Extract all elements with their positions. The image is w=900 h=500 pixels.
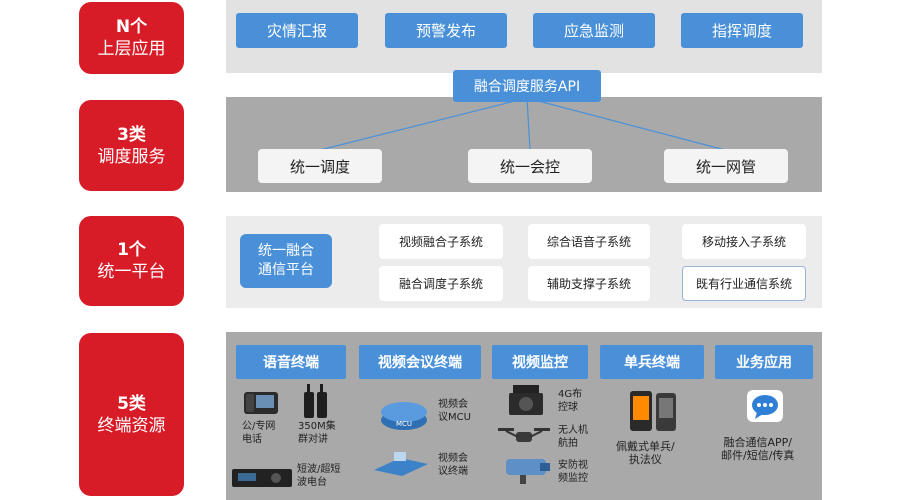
layer-name: 统一平台 (97, 262, 166, 282)
layer-label-apps: N个 上层应用 (79, 2, 184, 74)
service-unified-network[interactable]: 统一网管 (664, 149, 788, 183)
app-button-emergency-monitor[interactable]: 应急监测 (533, 13, 655, 48)
subsystem-support[interactable]: 辅助支撑子系统 (528, 266, 650, 301)
layer-label-services: 3类 调度服务 (79, 100, 184, 191)
layer-name: 上层应用 (97, 39, 166, 59)
platform-line1: 统一融合 (258, 243, 314, 259)
desk-phone-icon (244, 392, 278, 414)
monitor-4g-caption: 4G布控球 (558, 389, 583, 413)
layer-count: 5类 (117, 393, 146, 414)
conference-terminal-icon (374, 452, 428, 476)
chat-app-icon (747, 390, 783, 422)
app-button-warning-release[interactable]: 预警发布 (385, 13, 507, 48)
mcu-device-icon: MCU (381, 402, 427, 430)
walkie-talkie-icon (304, 384, 327, 418)
voice-phone-caption: 公/专网电话 (242, 421, 276, 445)
terminal-head-business[interactable]: 业务应用 (715, 345, 813, 379)
platform-line2: 通信平台 (258, 262, 314, 278)
layer-label-platform: 1个 统一平台 (79, 216, 184, 306)
fusion-api-button[interactable]: 融合调度服务API (453, 70, 601, 102)
unified-platform-box[interactable]: 统一融合 通信平台 (240, 234, 332, 288)
monitor-security-caption: 安防视频监控 (558, 460, 588, 484)
terminal-head-soldier[interactable]: 单兵终端 (600, 345, 704, 379)
api-connector-lines (319, 97, 726, 151)
voice-radio-caption: 短波/超短波电台 (297, 464, 341, 488)
layer-count: N个 (115, 17, 148, 37)
subsystem-fusion-dispatch[interactable]: 融合调度子系统 (379, 266, 503, 301)
video-conf-mcu-caption: 视频会议MCU (438, 399, 471, 423)
subsystem-voice[interactable]: 综合语音子系统 (528, 224, 650, 259)
security-camera-icon (506, 459, 550, 484)
monitor-drone-caption: 无人机航拍 (558, 425, 588, 449)
layer-count: 3类 (117, 124, 146, 145)
voice-trunking-caption: 350M集群对讲 (298, 421, 336, 445)
subsystem-mobile-access[interactable]: 移动接入子系统 (682, 224, 806, 259)
drone-icon (498, 428, 550, 442)
mcu-badge: MCU (396, 420, 412, 428)
ptz-camera-icon (509, 385, 543, 415)
layer-count: 1个 (117, 240, 146, 260)
layer-label-terminals: 5类 终端资源 (79, 333, 184, 496)
service-unified-conference[interactable]: 统一会控 (468, 149, 592, 183)
video-conf-terminal-caption: 视频会议终端 (438, 453, 468, 477)
business-caption: 融合通信APP/邮件/短信/传真 (721, 436, 795, 462)
service-unified-dispatch[interactable]: 统一调度 (258, 149, 382, 183)
terminal-head-video-monitor[interactable]: 视频监控 (492, 345, 588, 379)
soldier-caption: 佩戴式单兵/执法仪 (616, 440, 675, 466)
layer-name: 调度服务 (97, 146, 166, 167)
radio-station-icon (232, 469, 292, 487)
body-camera-icon (630, 391, 676, 431)
subsystem-video-fusion[interactable]: 视频融合子系统 (379, 224, 503, 259)
app-button-command-dispatch[interactable]: 指挥调度 (681, 13, 803, 48)
layer-name: 终端资源 (97, 415, 166, 436)
subsystem-existing-industry[interactable]: 既有行业通信系统 (682, 266, 806, 301)
terminal-head-video-conference[interactable]: 视频会议终端 (359, 345, 481, 379)
terminal-head-voice[interactable]: 语音终端 (236, 345, 346, 379)
app-button-disaster-report[interactable]: 灾情汇报 (236, 13, 358, 48)
